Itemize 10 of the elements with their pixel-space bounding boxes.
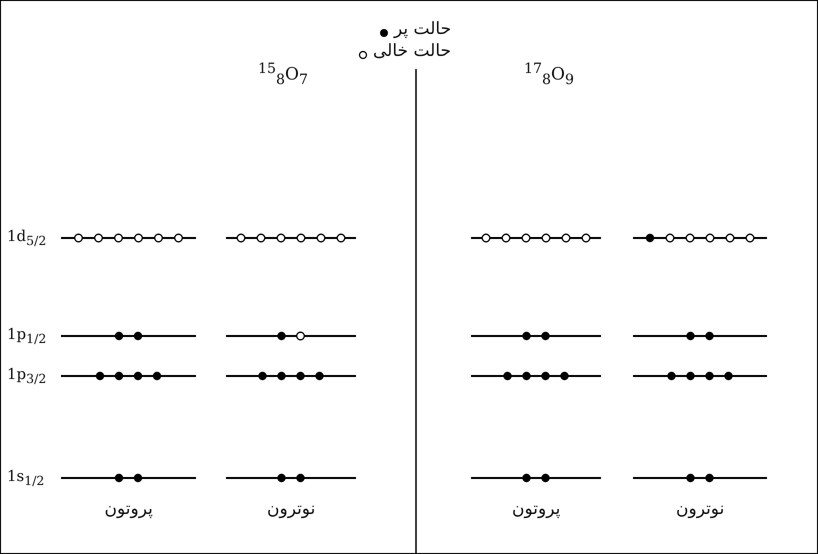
column-label: پروتون [104,499,153,519]
column-label: نوترون [676,499,724,519]
legend-label: حالت پر [394,19,452,39]
column-label: نوترون [267,499,316,519]
level-label: 1p$_{3/2}$ [7,365,46,386]
level-label: 1p$_{1/2}$ [7,325,46,346]
column-label: پروتون [512,499,560,519]
level-label: 1s$_{1/2}$ [7,467,44,488]
level-label: 1d$_{5/2}$ [7,227,46,248]
legend-label: حالت خالی [373,41,452,61]
